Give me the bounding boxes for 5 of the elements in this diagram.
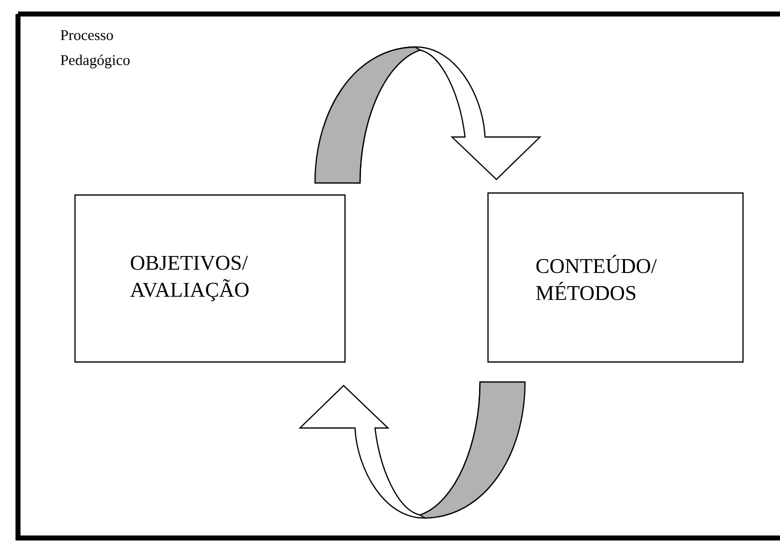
text-box: OBJETIVOS/ AVALIAÇÃO [74,194,346,363]
ribbon-arrow [299,381,526,519]
text-box: CONTEÚDO/ MÉTODOS [487,192,744,363]
ribbon-arrow [314,46,541,184]
title: Processo Pedagógico [60,30,130,68]
